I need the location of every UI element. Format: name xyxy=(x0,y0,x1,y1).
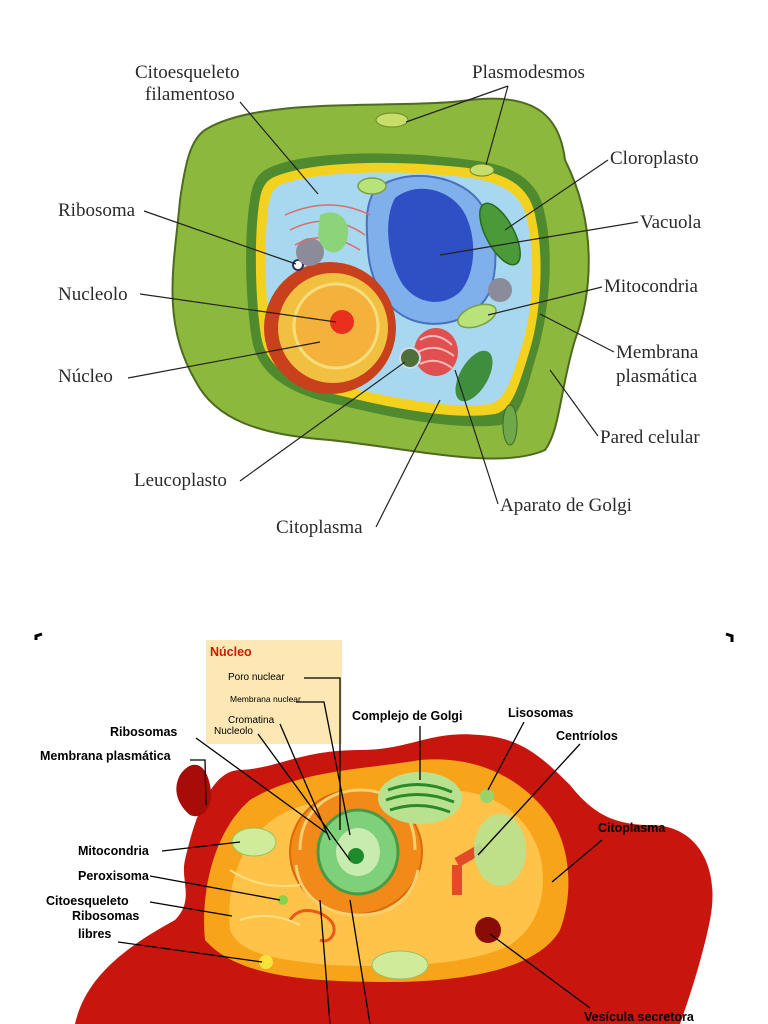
golgi-apparatus xyxy=(414,328,458,376)
label-pared: Pared celular xyxy=(600,427,700,448)
label-nucleo-header: Núcleo xyxy=(210,645,252,659)
animal-cell-diagram: Núcleo Poro nuclear Membrana nuclear Cro… xyxy=(0,620,768,1024)
label-ribosomas: Ribosomas xyxy=(110,725,177,739)
label-lisosomas: Lisosomas xyxy=(508,706,573,720)
lysosome xyxy=(480,789,494,803)
label-nucleolo: Nucleolo xyxy=(214,726,253,737)
label-citoesqueleto-1: Citoesqueleto xyxy=(135,62,239,83)
wall-pit xyxy=(503,405,517,445)
label-citoplasma: Citoplasma xyxy=(598,821,666,835)
label-citoesqueleto-2: filamentoso xyxy=(145,84,235,105)
label-peroxisoma: Peroxisoma xyxy=(78,869,150,883)
label-membrana-nuclear: Membrana nuclear xyxy=(230,694,301,704)
label-ribosoma: Ribosoma xyxy=(58,200,136,221)
mitochondrion-2 xyxy=(358,178,386,194)
label-nucleolo: Nucleolo xyxy=(58,284,128,305)
label-cromatina: Cromatina xyxy=(228,715,275,726)
label-cloroplasto: Cloroplasto xyxy=(610,148,699,169)
label-membrana-2: plasmática xyxy=(616,366,698,387)
label-ribosomas-libres-2: libres xyxy=(78,927,111,941)
label-centriolos: Centríolos xyxy=(556,729,618,743)
label-citoesqueleto: Citoesqueleto xyxy=(46,894,129,908)
plant-cell-diagram: Citoesqueleto filamentoso Plasmodesmos C… xyxy=(0,0,768,560)
label-leucoplasto: Leucoplasto xyxy=(134,470,227,491)
label-mitocondria: Mitocondria xyxy=(78,844,150,858)
frame-corner-right xyxy=(726,634,732,642)
label-aparato-golgi: Aparato de Golgi xyxy=(500,495,632,516)
label-plasmodesmos: Plasmodesmos xyxy=(472,62,585,83)
plasmodesma-1 xyxy=(376,113,408,127)
frame-corner-left xyxy=(36,634,42,640)
label-citoplasma: Citoplasma xyxy=(276,517,363,538)
label-nucleo: Núcleo xyxy=(58,366,113,387)
label-complejo-golgi: Complejo de Golgi xyxy=(352,709,462,723)
label-membrana-plasmatica: Membrana plasmática xyxy=(40,749,172,763)
label-vacuola: Vacuola xyxy=(640,212,702,233)
label-membrana-1: Membrana xyxy=(616,342,699,363)
plasmodesma-2 xyxy=(470,164,494,176)
mitochondrion-2 xyxy=(372,951,428,979)
label-poro-nuclear: Poro nuclear xyxy=(228,672,285,683)
label-vesicula: Vesícula secretora xyxy=(584,1010,695,1024)
label-mitocondria: Mitocondria xyxy=(604,276,698,297)
grey-body-2 xyxy=(488,278,512,302)
label-ribosomas-libres-1: Ribosomas xyxy=(72,909,139,923)
leucoplast xyxy=(400,348,420,368)
